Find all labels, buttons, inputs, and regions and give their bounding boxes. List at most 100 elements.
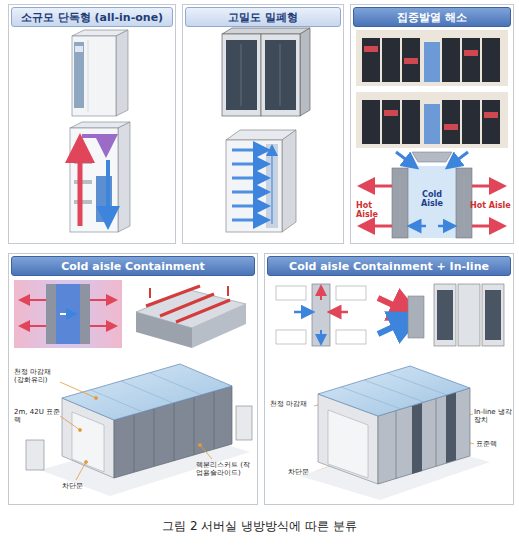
high-density-racks-part <box>222 34 261 116</box>
all-in-one-cabinet-part <box>74 42 84 108</box>
high-density-cutaway-part <box>232 177 262 180</box>
containment-room-part <box>121 381 173 403</box>
panel-title: Cold aisle Containment + In-line <box>289 260 489 273</box>
inline-cooler-diagram-part <box>294 311 308 314</box>
all-in-one-cutaway <box>70 122 130 232</box>
rack-row-photo-part <box>464 50 478 56</box>
rack-row-photo-part <box>382 38 400 82</box>
inline-racks-part <box>482 284 504 346</box>
inline-containment-room-part <box>328 410 368 478</box>
containment-room-part <box>214 391 215 449</box>
aisle-diagram-part <box>472 225 498 228</box>
category-panel: 소규모 단독형 (all-in-one) <box>8 4 176 244</box>
callout-label: 천정 마감재 <box>270 400 307 408</box>
rack-row-photo-part <box>462 100 480 144</box>
thermal-image-part <box>46 284 56 344</box>
aisle-diagram-part <box>456 168 472 238</box>
rack-row-photo-part <box>384 110 398 116</box>
all-in-one-cutaway-part <box>106 160 110 218</box>
rack-row-photo-part <box>484 112 498 118</box>
inline-cooler-diagram <box>276 284 366 346</box>
inline-racks-part <box>434 284 456 346</box>
containment-room-part <box>174 403 175 461</box>
inline-cooler-diagram-part <box>336 330 366 344</box>
aisle-label: Hot Aisle <box>356 201 396 219</box>
rack-row-photo-part <box>442 100 460 144</box>
inline-containment-room-part <box>387 373 447 395</box>
all-in-one-cutaway-part <box>118 122 130 232</box>
rack-row-photo-part <box>424 104 440 144</box>
aisle-diagram-part <box>412 152 452 162</box>
all-in-one-cabinet-part <box>88 40 89 112</box>
panel-title: 고밀도 밀폐형 <box>228 10 298 25</box>
thermal-image-part <box>56 284 80 344</box>
callout-label: 차단문 <box>288 468 309 476</box>
rack-row-photo-part <box>482 100 500 144</box>
leader-lines-part <box>60 382 96 398</box>
panel-title: 소규모 단독형 (all-in-one) <box>21 10 163 25</box>
inline-containment-room <box>300 366 490 500</box>
inline-racks <box>434 284 504 346</box>
inline-cooler-diagram-part <box>276 286 306 300</box>
leader-lines-part <box>79 429 82 432</box>
high-density-cutaway-part <box>232 149 262 152</box>
high-density-cutaway <box>226 130 296 232</box>
high-density-racks <box>222 28 310 116</box>
thermal-image-part <box>24 299 46 301</box>
all-in-one-cutaway-part <box>74 160 92 164</box>
leader-lines-part <box>200 445 212 459</box>
all-in-one-cutaway-part <box>74 180 92 184</box>
all-in-one-cutaway-part <box>70 128 118 232</box>
thermal-image-part <box>90 299 112 301</box>
aisle-label: Hot Aisle <box>470 201 511 210</box>
inline-cooler-diagram-part <box>336 286 366 300</box>
leader-lines-part <box>60 416 80 430</box>
all-in-one-cabinet <box>72 30 128 116</box>
high-density-cutaway-part <box>271 150 273 224</box>
high-density-cutaway-part <box>232 163 262 166</box>
rack-row-photo-part <box>362 100 380 144</box>
rack-row-photo-part <box>356 92 508 148</box>
aisle-diagram-part <box>366 225 392 228</box>
all-in-one-cabinet-part <box>116 30 128 116</box>
aisle-diagram-part <box>414 225 426 228</box>
callout-label: 차단문 <box>62 482 83 490</box>
rack-row-photo-part <box>442 38 460 82</box>
callout-label: 2m, 42U 표준랙 <box>14 408 60 424</box>
rack-row-photo-part <box>356 30 508 86</box>
aisle-diagram-part <box>366 185 392 188</box>
all-in-one-cutaway-part <box>82 136 106 146</box>
containment-room-part <box>236 406 252 440</box>
containment-render-part <box>176 300 230 322</box>
high-density-racks-part <box>280 44 281 106</box>
leader-lines-part <box>95 397 98 400</box>
high-density-racks-part <box>222 28 310 34</box>
airflow-arrows-part <box>378 320 408 334</box>
inline-racks-part <box>485 290 501 340</box>
all-in-one-cabinet-part <box>72 36 116 116</box>
high-density-cutaway-part <box>232 219 262 222</box>
panel-header: 집중발열 해소 <box>353 7 511 27</box>
aisle-diagram-part <box>472 185 498 188</box>
inline-containment-room-part <box>318 366 470 416</box>
rack-row-photo-part <box>402 38 420 82</box>
airflow-arrows <box>378 296 424 338</box>
category-panel: 고밀도 밀폐형 <box>182 4 344 244</box>
aisle-label: Cold Aisle <box>412 190 452 208</box>
panel-header: 고밀도 밀폐형 <box>185 7 341 27</box>
all-in-one-cabinet-part <box>75 46 83 52</box>
containment-room-part <box>154 409 155 466</box>
airflow-arrows-part <box>378 298 408 312</box>
figure-caption: 그림 2 서버실 냉방방식에 따른 분류 <box>0 518 519 535</box>
aisle-diagram-part <box>408 166 456 238</box>
inline-containment-room-part <box>412 403 422 474</box>
rack-row-photo-part <box>382 100 400 144</box>
high-density-cutaway-part <box>266 144 278 228</box>
thermal-image-part <box>14 280 122 348</box>
thermal-image-part <box>24 325 46 327</box>
rack-row-photo-part <box>364 46 378 52</box>
containment-render-part <box>160 294 214 316</box>
leader-lines-part <box>199 444 202 447</box>
